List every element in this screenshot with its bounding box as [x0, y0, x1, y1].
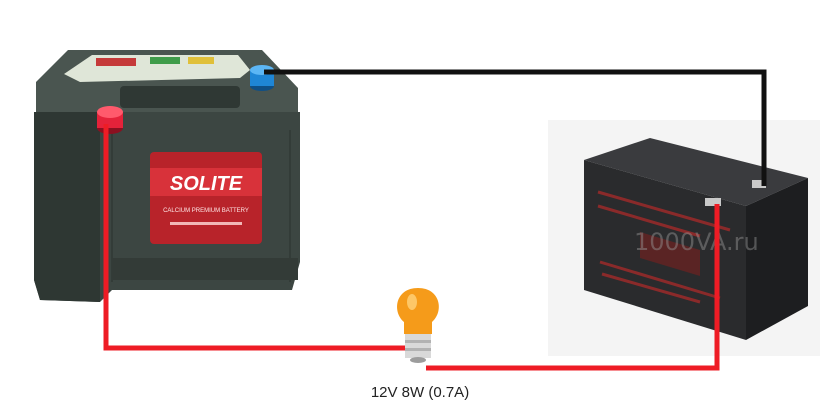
bulb-base — [405, 334, 431, 358]
small-battery-watermark: 1000VA.ru — [634, 228, 759, 256]
car-battery-vent-strip — [120, 86, 240, 108]
car-battery-logo-band — [150, 168, 262, 196]
small-battery-top — [584, 138, 808, 206]
car-battery-base — [112, 258, 298, 280]
bulb-highlight — [407, 294, 417, 310]
bulb — [397, 288, 439, 363]
car-battery-logo-line — [170, 222, 242, 225]
car-battery-label-stripe — [96, 58, 136, 66]
small-battery-side — [746, 178, 808, 340]
car-battery-positive-terminal — [97, 106, 123, 134]
small-battery-negative-terminal — [752, 180, 766, 188]
car-battery: SOLITE CALCIUM PREMIUM BATTERY — [34, 50, 300, 302]
car-battery-logo-panel — [150, 152, 262, 244]
bulb-caption: 12V 8W (0.7A) — [370, 384, 470, 401]
car-battery-label-stripe — [150, 57, 180, 64]
small-battery-print-block — [640, 232, 700, 276]
car-battery-tagline: CALCIUM PREMIUM BATTERY — [163, 208, 249, 214]
bulb-base-ring — [405, 348, 431, 351]
bulb-base-ring — [405, 340, 431, 343]
car-battery-side-shade — [34, 112, 100, 302]
small-battery-print — [597, 190, 731, 304]
small-battery: 1000VA.ru — [548, 120, 820, 356]
bulb-glass — [397, 288, 439, 334]
bulb-contact — [410, 357, 426, 363]
small-battery-positive-terminal — [705, 198, 721, 206]
car-battery-brand: SOLITE — [170, 173, 243, 195]
car-battery-negative-terminal — [250, 65, 274, 91]
positive-wire-left — [103, 124, 408, 351]
positive-wire-right — [426, 204, 720, 371]
car-battery-label-stripe — [188, 57, 214, 64]
negative-wire — [264, 69, 767, 186]
